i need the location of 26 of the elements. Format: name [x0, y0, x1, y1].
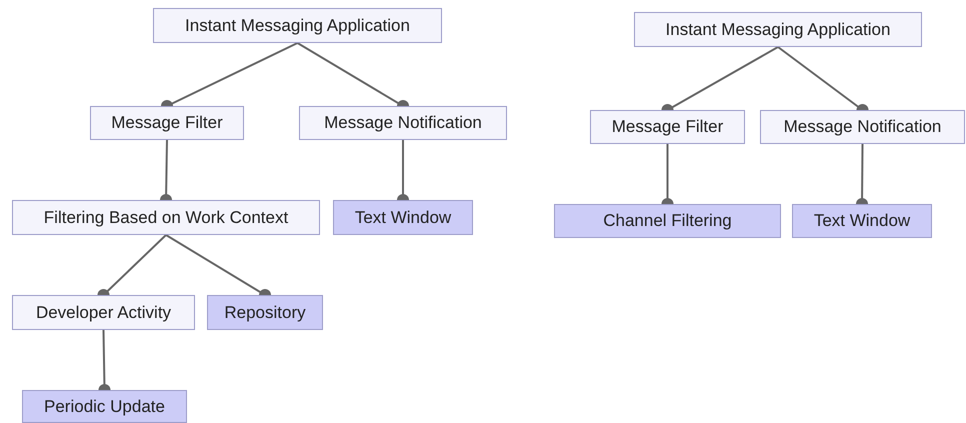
node-label: Instant Messaging Application: [666, 20, 890, 40]
node-label: Text Window: [354, 208, 452, 228]
node-label: Message Filter: [111, 113, 223, 133]
node-label: Repository: [224, 302, 306, 322]
category-box: [634, 12, 922, 47]
node-label: Channel Filtering: [603, 211, 732, 231]
node-label: Message Notification: [324, 113, 482, 133]
leaf-box: [22, 390, 187, 423]
leaf-box: [554, 204, 781, 238]
category-box: [90, 106, 244, 140]
category-box: [299, 106, 507, 140]
node-label: Filtering Based on Work Context: [44, 208, 288, 228]
node-label: Message Notification: [784, 117, 942, 137]
node-label: Developer Activity: [36, 302, 172, 322]
node-label: Instant Messaging Application: [185, 16, 410, 36]
category-box: [12, 295, 195, 330]
leaf-box: [333, 200, 473, 235]
category-box: [590, 110, 745, 144]
category-box: [760, 110, 965, 144]
leaf-box: [207, 295, 323, 330]
leaf-box: [792, 204, 932, 238]
node-label: Text Window: [814, 211, 910, 231]
node-label: Message Filter: [612, 117, 724, 137]
node-label: Periodic Update: [44, 396, 165, 416]
category-box: [12, 200, 320, 235]
category-box: [153, 8, 442, 43]
